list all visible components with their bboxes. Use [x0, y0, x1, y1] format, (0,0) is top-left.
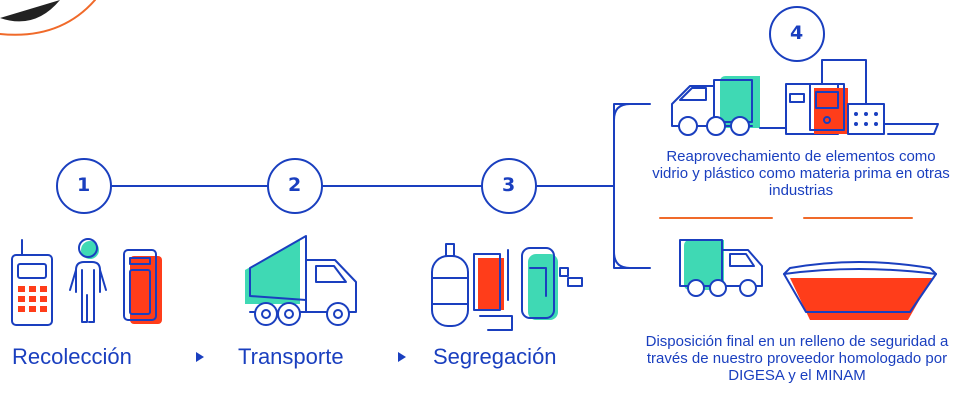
process-line [83, 103, 649, 269]
branch-curve [613, 103, 651, 269]
step-3-number: 3 [502, 174, 516, 196]
step-1-number: 1 [77, 174, 91, 196]
reuse-truck-icon [671, 76, 760, 136]
step-4-number: 4 [790, 22, 804, 44]
phone-icon [11, 239, 53, 326]
step-1-circle [56, 158, 112, 214]
factory-icon [759, 59, 939, 135]
step-4-circle [769, 6, 825, 62]
disposal-truck-icon [679, 239, 763, 297]
step-3-circle [481, 158, 537, 214]
step-2-circle [267, 158, 323, 214]
step-3-label: Segregación [433, 344, 557, 369]
disposal-description: Disposición final en un relleno de segur… [645, 333, 949, 384]
step-2-number: 2 [288, 174, 302, 196]
battery-icon [123, 249, 162, 324]
corner-decoration [0, 0, 96, 36]
arrow-1-2 [196, 352, 204, 362]
landfill-icon [783, 261, 937, 320]
arrow-2-3 [398, 352, 406, 362]
person-icon [69, 238, 107, 323]
segregation-icon [431, 243, 583, 331]
truck-icon [245, 235, 357, 326]
step-1-label: Recolección [12, 344, 132, 369]
reuse-description: Reaprovechamiento de elementos como vidr… [652, 148, 950, 199]
step-2-label: Transporte [238, 344, 344, 369]
